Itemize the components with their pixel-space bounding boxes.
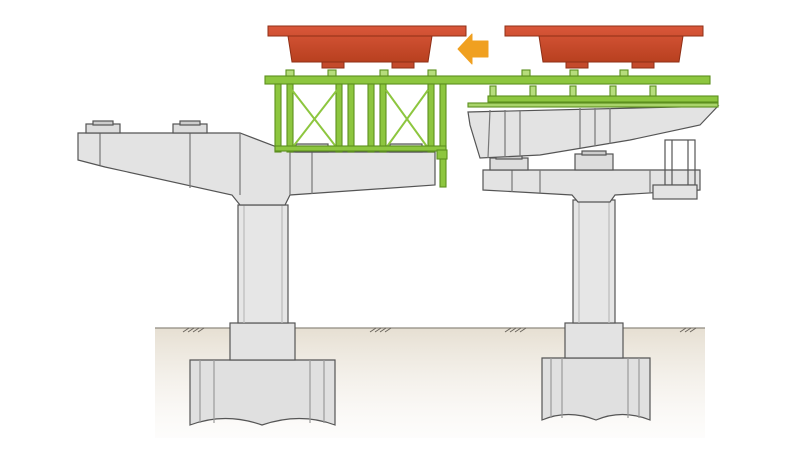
- left-pier: [77, 120, 436, 426]
- girder-segments: [267, 25, 704, 69]
- girder-segment-left: [267, 25, 467, 69]
- launching-truss: [264, 69, 719, 188]
- right-pier-cap: [482, 169, 701, 203]
- truss-joints: [285, 69, 657, 97]
- existing-girder-segment: [467, 105, 720, 159]
- right-hanger-bracket: [652, 139, 698, 200]
- ground-hatching: [182, 327, 697, 333]
- right-pier-base: [564, 322, 624, 359]
- truss-posts: [274, 83, 447, 188]
- left-foundation: [189, 359, 336, 426]
- right-pier: [467, 105, 720, 421]
- truss-bracing: [291, 89, 429, 149]
- left-pier-base: [229, 322, 296, 361]
- left-pier-column: [237, 204, 289, 324]
- left-arrow-icon: [457, 33, 489, 65]
- truss-lower-chord: [487, 95, 719, 103]
- truss-upper-chord: [264, 75, 711, 85]
- right-foundation: [541, 357, 651, 421]
- girder-segment-right: [504, 25, 704, 69]
